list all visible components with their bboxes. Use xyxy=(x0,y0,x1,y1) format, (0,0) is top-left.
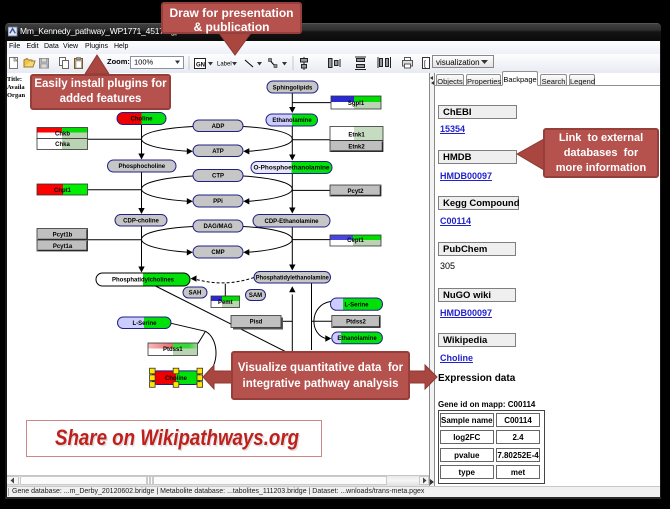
svg-text:Sgpl1: Sgpl1 xyxy=(348,101,365,107)
svg-text:Availa: Availa xyxy=(7,84,25,91)
svg-text:Pisd: Pisd xyxy=(250,320,263,326)
svg-text:Label: Label xyxy=(217,62,232,68)
svg-text:Ptdss1: Ptdss1 xyxy=(163,347,183,353)
svg-text:Pcyt1a: Pcyt1a xyxy=(53,244,73,250)
svg-text:Chkb: Chkb xyxy=(55,131,70,137)
svg-text:Etnk2: Etnk2 xyxy=(348,144,365,150)
svg-text:Phosphatidylethanolamine: Phosphatidylethanolamine xyxy=(256,276,330,282)
svg-text:SAH: SAH xyxy=(189,291,202,297)
svg-text:Organ: Organ xyxy=(7,92,25,99)
svg-text:GN: GN xyxy=(196,63,205,69)
svg-text:CTP: CTP xyxy=(212,174,224,180)
svg-text:Cept1: Cept1 xyxy=(347,238,364,244)
svg-text:PPi: PPi xyxy=(213,199,223,205)
svg-text:DAG/MAG: DAG/MAG xyxy=(204,224,233,230)
svg-text:CDP-Ethanolamine: CDP-Ethanolamine xyxy=(264,219,319,225)
svg-text:Choline: Choline xyxy=(165,376,188,382)
svg-text:Chpt1: Chpt1 xyxy=(54,188,72,194)
svg-text:Title:: Title: xyxy=(7,76,22,83)
svg-text:SAM: SAM xyxy=(249,293,262,299)
svg-text:Ethanolamine: Ethanolamine xyxy=(272,118,312,124)
svg-text:L-Serine: L-Serine xyxy=(132,321,157,327)
svg-text:ADP: ADP xyxy=(212,124,225,130)
svg-text:Pcyt1b: Pcyt1b xyxy=(53,233,73,239)
svg-text:O-Phosphoethanolamine: O-Phosphoethanolamine xyxy=(254,166,331,172)
svg-text:L-Serine: L-Serine xyxy=(344,302,369,308)
svg-text:100%: 100% xyxy=(134,58,154,67)
svg-text:Choline: Choline xyxy=(131,117,154,123)
svg-text:CDP-choline: CDP-choline xyxy=(123,219,159,225)
svg-text:CMP: CMP xyxy=(211,250,224,256)
svg-text:[: [ xyxy=(424,61,426,68)
svg-text:Ethanolamine: Ethanolamine xyxy=(337,336,377,342)
svg-text:Chka: Chka xyxy=(55,142,70,148)
svg-text:Pemt: Pemt xyxy=(218,300,233,306)
svg-text:Etnk1: Etnk1 xyxy=(348,133,365,139)
svg-text:ATP: ATP xyxy=(212,149,224,155)
svg-text:Zoom:: Zoom: xyxy=(107,57,130,66)
svg-text:Pcyt2: Pcyt2 xyxy=(347,189,364,195)
svg-text:Sphingolipids: Sphingolipids xyxy=(273,85,313,91)
svg-text:Phosphatidylcholines: Phosphatidylcholines xyxy=(112,278,175,284)
svg-text:Ptdss2: Ptdss2 xyxy=(346,320,366,326)
svg-text:Phosphocholine: Phosphocholine xyxy=(118,164,165,170)
